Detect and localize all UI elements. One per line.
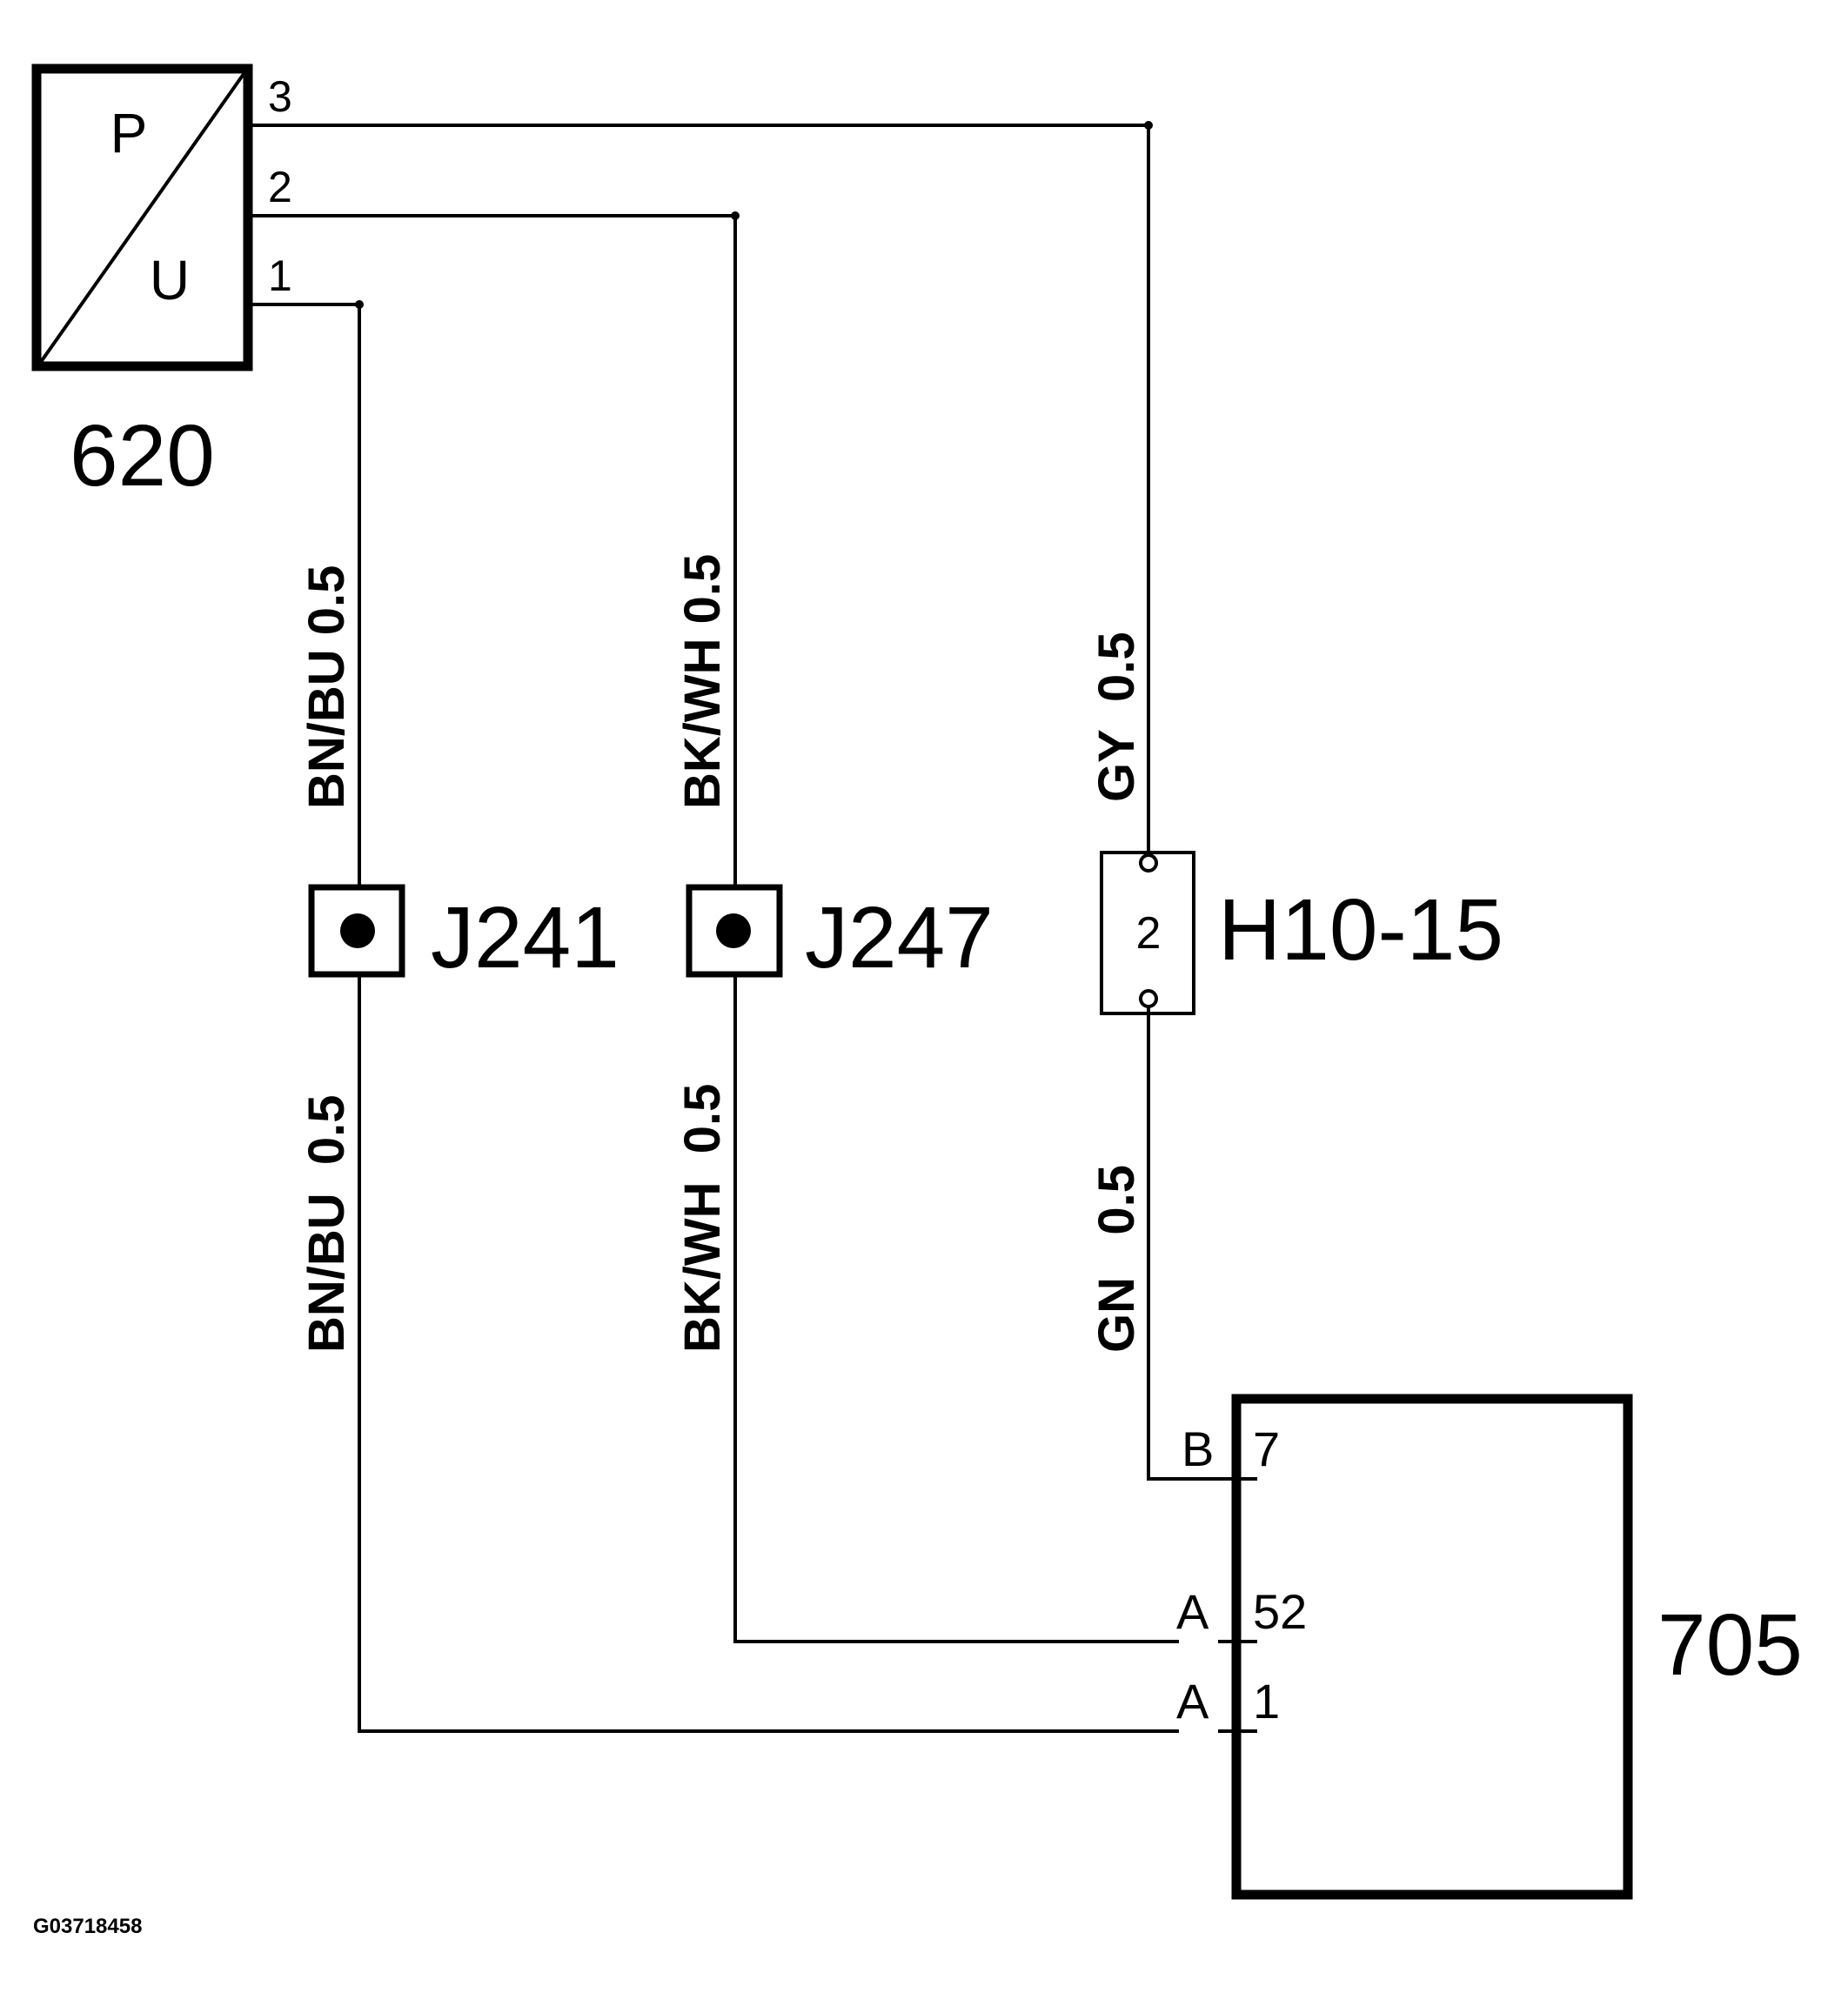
splice-j241-id: J241 [431, 889, 619, 986]
sensor-bottom-letter: U [150, 249, 190, 311]
module-pin-a52-connector: A [1176, 1584, 1209, 1639]
splice-j247-dot [716, 913, 751, 948]
sensor-pin-1: 1 [268, 251, 292, 300]
sensor-pin-2: 2 [268, 163, 292, 211]
wire-labels: BN/BU 0.5 BK/WH 0.5 GY 0.5 BN/BU 0.5 BK/… [298, 554, 1145, 1353]
connector-pin-number: 2 [1136, 908, 1162, 959]
wire-node [355, 300, 364, 309]
module-705-box [1231, 1394, 1633, 1900]
wire-bnbu-to-a1 [358, 974, 1179, 1733]
module-pin-a1-number: 1 [1253, 1674, 1280, 1729]
splice-j241: J241 [308, 884, 619, 986]
connector-pin-bottom [1139, 989, 1158, 1008]
module-705: 705 B 7 A 52 A 1 [1176, 1394, 1803, 1900]
connector-box [1100, 851, 1195, 1015]
wire-label-bkwh-upper: BK/WH 0.5 [674, 554, 731, 809]
module-pin-b7-number: 7 [1253, 1421, 1280, 1476]
wire-label-bnbu-upper: BN/BU 0.5 [298, 565, 355, 809]
wire-label-bkwh-lower: BK/WH 0.5 [674, 1084, 731, 1353]
wire-label-gn-lower: GN 0.5 [1088, 1165, 1145, 1353]
module-id: 705 [1657, 1596, 1803, 1694]
sensor-620: P U 620 3 2 1 [31, 64, 292, 505]
figure-code: G03718458 [33, 1915, 142, 1938]
wire-label-gy-upper: GY 0.5 [1088, 632, 1145, 802]
module-pin-a1-connector: A [1176, 1674, 1209, 1729]
module-pin-a52-number: 52 [1253, 1584, 1307, 1639]
wire-node [731, 211, 740, 220]
wire-bkwh-to-a52 [733, 974, 1179, 1643]
connector-h10-15: 2 H10-15 [1100, 851, 1503, 1015]
splice-j247-id: J247 [805, 889, 994, 986]
splice-j247: J247 [686, 884, 994, 986]
splice-j241-dot [340, 913, 375, 948]
wire-label-bnbu-lower: BN/BU 0.5 [298, 1094, 355, 1353]
connector-pin-top [1139, 853, 1158, 873]
sensor-diagonal [39, 72, 245, 364]
connector-id: H10-15 [1218, 881, 1503, 979]
sensor-id: 620 [70, 407, 215, 505]
splice-j247-box [686, 884, 783, 978]
sensor-pin-3: 3 [268, 72, 292, 121]
wires [248, 121, 1227, 1733]
module-pin-b7-connector: B [1182, 1421, 1214, 1476]
sensor-top-letter: P [110, 102, 148, 164]
splice-j241-box [308, 884, 405, 978]
wire-node [1144, 121, 1153, 130]
wire-gn-to-b7 [1147, 1005, 1227, 1481]
